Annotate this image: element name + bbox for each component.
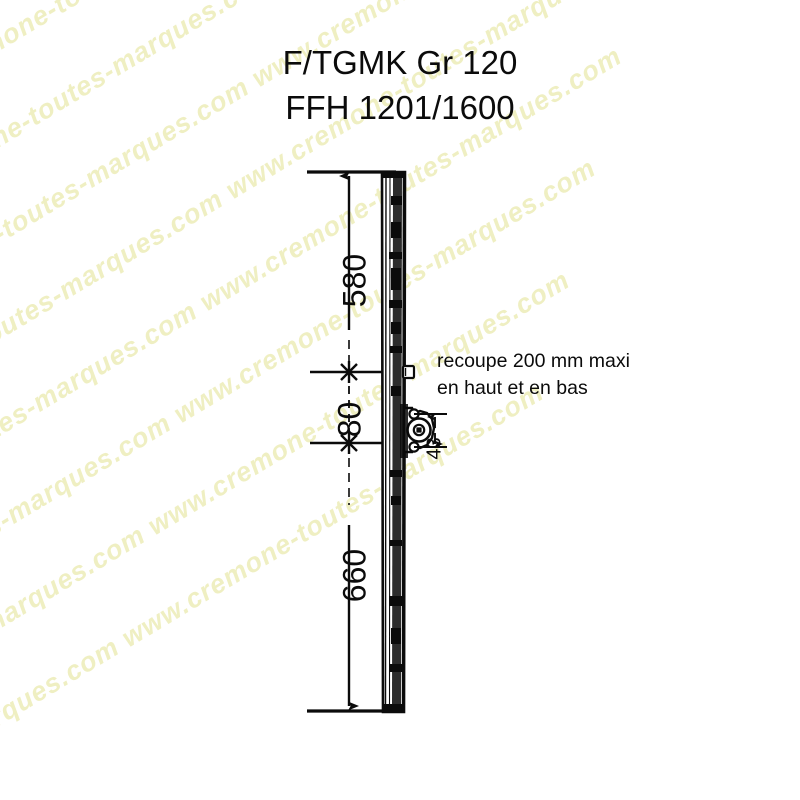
annotation-note: recoupe 200 mm maxi en haut et en bas [437, 348, 630, 402]
roller-pin-upper [401, 364, 416, 380]
rail-bottom-cap [383, 704, 404, 711]
note-line-1: recoupe 200 mm maxi [437, 350, 630, 372]
title-series-code: FFH [285, 89, 350, 126]
espagnolette-rail [380, 170, 416, 714]
title-range-code: 1201/1600 [358, 89, 515, 126]
cam-mount-plate [400, 404, 408, 458]
dimension-43-group [414, 413, 447, 448]
page-title-line-2: FFH 1201/1600 [0, 91, 800, 124]
rail-groove-inner [388, 175, 391, 709]
rail-drive-bar [392, 176, 402, 708]
dimension-tick-marks [340, 361, 358, 454]
rail-top-cap [382, 172, 405, 178]
title-block: F/TGMK Gr 120 FFH 1201/1600 [0, 46, 800, 124]
dimension-label-660: 660 [336, 548, 373, 603]
rail-groove-left [384, 175, 387, 709]
title-model-code: F/TGMK [282, 44, 408, 81]
tick-mark-lower [340, 432, 358, 454]
title-size-code: Gr 120 [416, 44, 518, 81]
dimension-label-580: 580 [336, 253, 373, 308]
page-title-line-1: F/TGMK Gr 120 [0, 46, 800, 79]
rail-stamped-details [389, 196, 403, 672]
dimension-label-43: 43 [423, 437, 446, 460]
note-line-2: en haut et en bas [437, 377, 588, 399]
dimension-label-80: 80 [331, 401, 368, 438]
tick-mark-upper [340, 361, 358, 383]
cam-square-drive [416, 427, 422, 433]
